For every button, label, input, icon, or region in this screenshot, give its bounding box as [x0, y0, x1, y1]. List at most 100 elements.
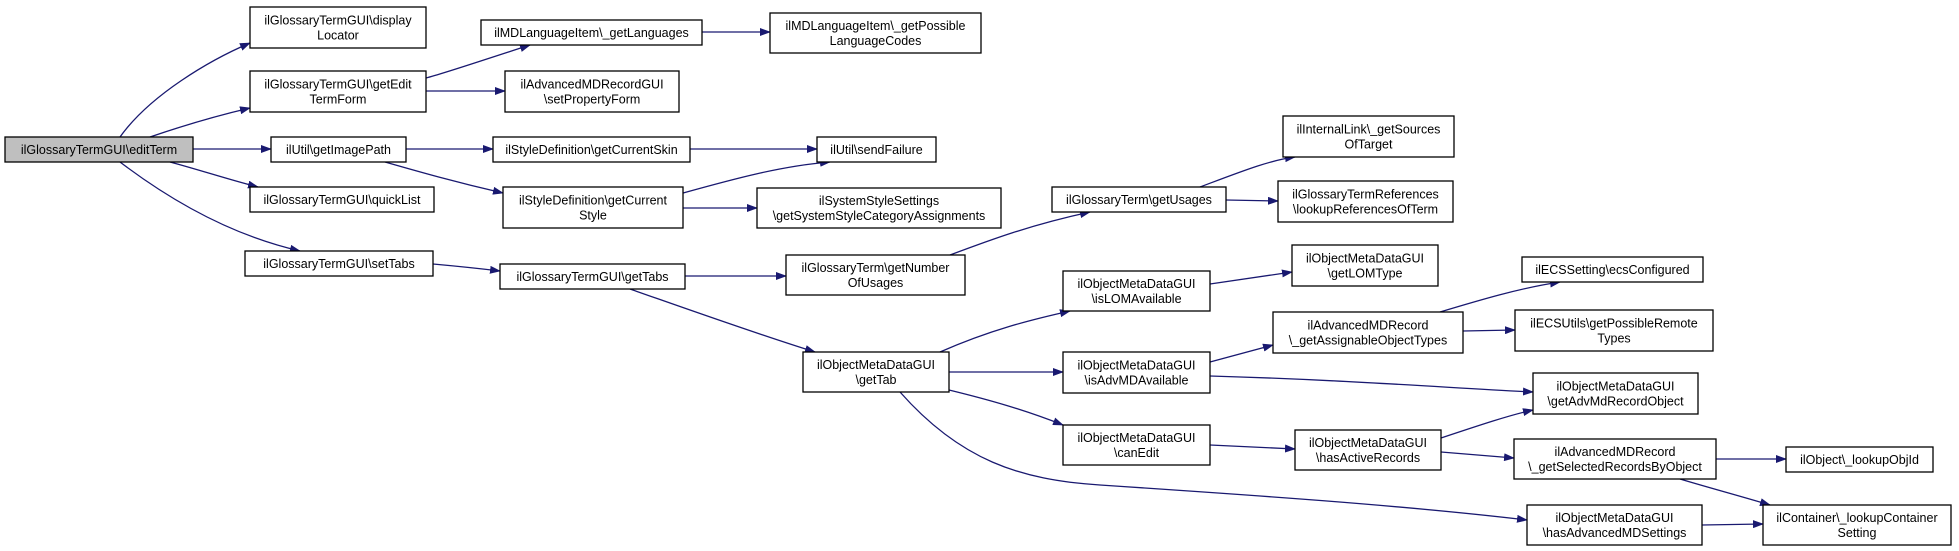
node-box — [504, 70, 680, 113]
node-lookupObjId[interactable]: ilObject\_lookupObjId — [1785, 446, 1934, 473]
node-label-line: ilInternalLink\_getSources — [1297, 123, 1441, 137]
node-label-line: ilObject\_lookupObjId — [1800, 453, 1919, 467]
node-box — [1785, 446, 1934, 473]
node-label-line: ilMDLanguageItem\_getLanguages — [494, 26, 689, 40]
edge-getAssignableObjectTypes-to-ecsConfigured — [1439, 279, 1561, 313]
node-getAssignableObjectTypes[interactable]: ilAdvancedMDRecord\_getAssignableObjectT… — [1272, 311, 1464, 354]
node-label-line: ilECSUtils\getPossibleRemote — [1530, 317, 1697, 331]
edge-hasActiveRecords-to-getSelectedRecordsByObject — [1440, 451, 1515, 462]
node-label-line: \canEdit — [1114, 446, 1160, 460]
node-lookupReferencesOfTerm[interactable]: ilGlossaryTermReferences\lookupReference… — [1277, 180, 1454, 223]
node-label-line: ilGlossaryTermGUI\getEdit — [264, 78, 412, 92]
node-label-line: LanguageCodes — [830, 34, 922, 48]
node-label-line: \_getAssignableObjectTypes — [1289, 334, 1447, 348]
node-getCurrentSkin[interactable]: ilStyleDefinition\getCurrentSkin — [492, 136, 691, 163]
node-box — [769, 12, 982, 54]
node-getTabs[interactable]: ilGlossaryTermGUI\getTabs — [499, 263, 686, 290]
edge-editTerm-to-quickList — [169, 161, 259, 189]
edge-getTab-to-canEdit — [948, 389, 1064, 426]
node-label-line: ilGlossaryTerm\getUsages — [1066, 193, 1212, 207]
node-hasAdvancedMDSettings[interactable]: ilObjectMetaDataGUI\hasAdvancedMDSetting… — [1526, 504, 1703, 546]
node-box — [1062, 270, 1211, 312]
node-box — [785, 254, 966, 296]
node-label-line: \hasAdvancedMDSettings — [1543, 526, 1687, 540]
node-getImagePath[interactable]: ilUtil\getImagePath — [270, 136, 407, 163]
node-box — [249, 6, 427, 49]
node-isAdvMDAvailable[interactable]: ilObjectMetaDataGUI\isAdvMDAvailable — [1062, 351, 1211, 394]
edge-setTabs-to-getTabs — [432, 263, 501, 274]
node-box — [249, 70, 427, 113]
edge-getTabs-to-getTab — [629, 288, 816, 353]
node-label-line: \getTab — [855, 373, 896, 387]
edge-getUsages-to-getSourcesOfTarget — [1199, 154, 1296, 188]
edge-isAdvMDAvailable-to-getAdvMdRecordObject — [1209, 375, 1534, 396]
node-label-line: \isLOMAvailable — [1091, 292, 1181, 306]
node-label-line: ilObjectMetaDataGUI — [1077, 359, 1195, 373]
node-label-line: ilGlossaryTermGUI\setTabs — [263, 257, 414, 271]
node-box — [816, 136, 937, 163]
edge-hasAdvancedMDSettings-to-lookupContainerSetting — [1701, 520, 1764, 529]
node-hasActiveRecords[interactable]: ilObjectMetaDataGUI\hasActiveRecords — [1294, 429, 1442, 471]
node-sendFailure[interactable]: ilUtil\sendFailure — [816, 136, 937, 163]
edge-editTerm-to-getEditTermForm — [149, 106, 251, 138]
edge-getEditTermForm-to-getLanguages — [425, 44, 531, 79]
edge-canEdit-to-hasActiveRecords — [1209, 444, 1296, 453]
node-label-line: \_getSelectedRecordsByObject — [1528, 460, 1702, 474]
node-setPropertyForm[interactable]: ilAdvancedMDRecordGUI\setPropertyForm — [504, 70, 680, 113]
node-label-line: Style — [579, 209, 607, 223]
node-box — [1062, 424, 1211, 466]
node-box — [270, 136, 407, 163]
node-isLOMAvailable[interactable]: ilObjectMetaDataGUI\isLOMAvailable — [1062, 270, 1211, 312]
node-editTerm[interactable]: ilGlossaryTermGUI\editTerm — [4, 136, 194, 163]
node-getTab[interactable]: ilObjectMetaDataGUI\getTab — [802, 351, 950, 393]
node-label-line: Types — [1597, 332, 1630, 346]
node-label-line: Setting — [1838, 526, 1877, 540]
node-label-line: ilObjectMetaDataGUI — [1556, 380, 1674, 394]
node-label-line: OfUsages — [848, 276, 904, 290]
node-getLanguages[interactable]: ilMDLanguageItem\_getLanguages — [480, 19, 703, 46]
edge-getCurrentStyle-to-sendFailure — [682, 158, 831, 194]
node-label-line: \hasActiveRecords — [1316, 451, 1420, 465]
node-box — [1532, 372, 1699, 415]
node-box — [1514, 309, 1714, 352]
node-box — [4, 136, 194, 163]
node-label-line: ilGlossaryTermGUI\display — [264, 14, 412, 28]
node-box — [1291, 244, 1439, 287]
node-getPossibleLanguageCodes[interactable]: ilMDLanguageItem\_getPossibleLanguageCod… — [769, 12, 982, 54]
node-label-line: ilMDLanguageItem\_getPossible — [786, 19, 966, 33]
node-getAdvMdRecordObject[interactable]: ilObjectMetaDataGUI\getAdvMdRecordObject — [1532, 372, 1699, 415]
edge-getTab-to-hasAdvancedMDSettings — [899, 391, 1528, 523]
node-canEdit[interactable]: ilObjectMetaDataGUI\canEdit — [1062, 424, 1211, 466]
node-getSystemStyleCategoryAssignments[interactable]: ilSystemStyleSettings\getSystemStyleCate… — [756, 187, 1002, 229]
node-label-line: ilStyleDefinition\getCurrent — [519, 194, 668, 208]
node-label-line: \getAdvMdRecordObject — [1547, 395, 1684, 409]
edge-editTerm-to-displayLocator — [119, 42, 251, 138]
node-getSelectedRecordsByObject[interactable]: ilAdvancedMDRecord\_getSelectedRecordsBy… — [1513, 438, 1717, 480]
node-label-line: ilObjectMetaDataGUI — [1309, 436, 1427, 450]
node-label-line: ilUtil\getImagePath — [286, 143, 391, 157]
node-ecsConfigured[interactable]: ilECSSetting\ecsConfigured — [1521, 256, 1704, 283]
node-label-line: ilObjectMetaDataGUI — [817, 358, 935, 372]
node-label-line: \getSystemStyleCategoryAssignments — [773, 209, 986, 223]
node-getLOMType[interactable]: ilObjectMetaDataGUI\getLOMType — [1291, 244, 1439, 287]
node-box — [249, 186, 435, 213]
node-box — [1762, 504, 1952, 546]
node-label-line: \lookupReferencesOfTerm — [1293, 203, 1438, 217]
node-getUsages[interactable]: ilGlossaryTerm\getUsages — [1051, 186, 1227, 213]
node-box — [502, 186, 684, 229]
edge-getImagePath-to-getCurrentStyle — [384, 161, 504, 195]
node-label-line: ilContainer\_lookupContainer — [1776, 511, 1937, 525]
node-setTabs[interactable]: ilGlossaryTermGUI\setTabs — [244, 250, 434, 277]
node-box — [1513, 438, 1717, 480]
node-box — [244, 250, 434, 277]
node-box — [1272, 311, 1464, 354]
node-quickList[interactable]: ilGlossaryTermGUI\quickList — [249, 186, 435, 213]
edge-editTerm-to-setTabs — [119, 161, 301, 253]
